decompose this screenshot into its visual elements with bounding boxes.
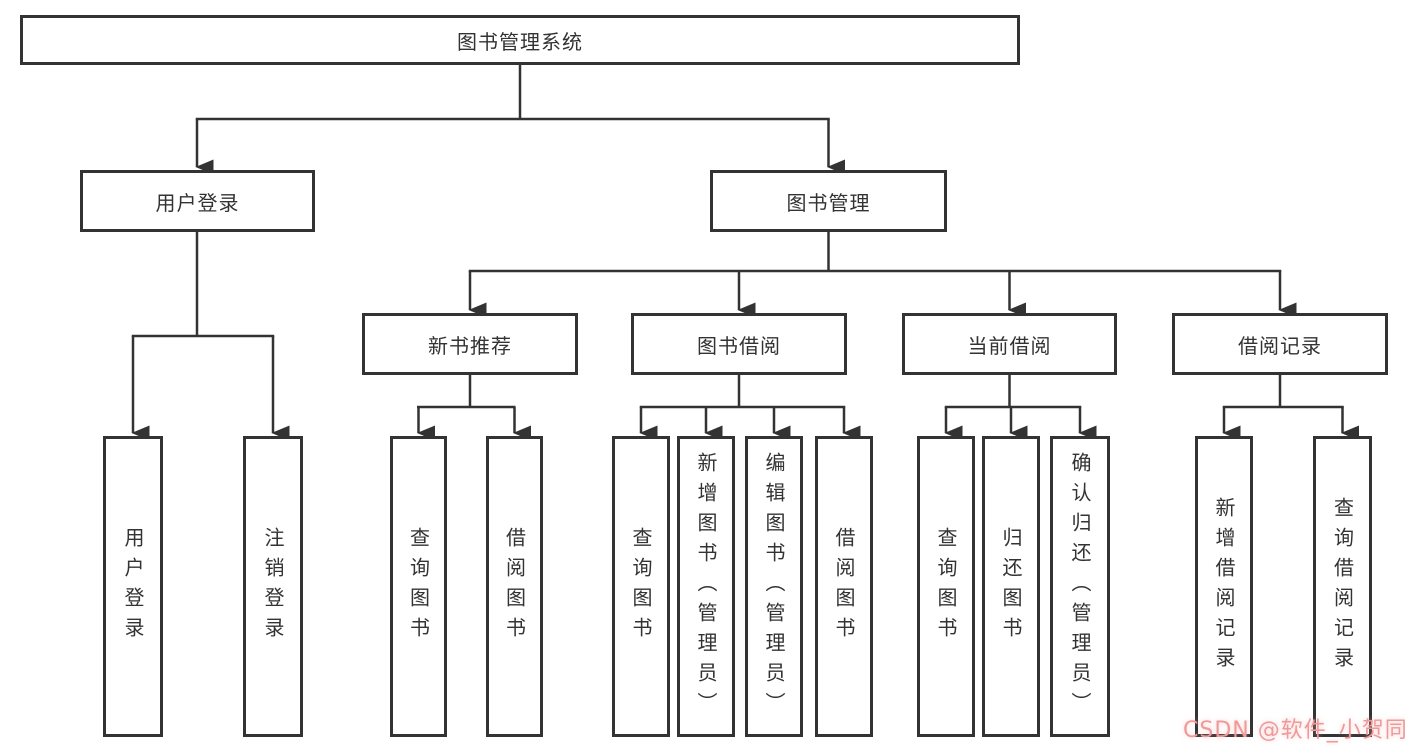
node-leaf-bb-borrow-books: 借阅图书 bbox=[815, 436, 873, 737]
node-leaf-cb-query-books: 查询图书 bbox=[917, 436, 975, 737]
node-label: 查询借阅记录 bbox=[1330, 496, 1355, 677]
node-current-borrowing: 当前借阅 bbox=[902, 313, 1117, 375]
node-label: 新增图书（管理员） bbox=[694, 451, 718, 722]
node-book-borrowing: 图书借阅 bbox=[631, 313, 847, 375]
node-label: 归还图书 bbox=[999, 526, 1023, 647]
node-book-management: 图书管理 bbox=[710, 170, 947, 232]
node-leaf-cb-confirm-return-admin: 确认归还（管理员） bbox=[1050, 436, 1110, 737]
node-label: 用户登录 bbox=[121, 526, 145, 647]
node-label: 注销登录 bbox=[261, 526, 285, 647]
node-label: 借阅记录 bbox=[1238, 333, 1322, 358]
node-leaf-br-add-borrow-record: 新增借阅记录 bbox=[1195, 436, 1253, 737]
node-leaf-bb-add-books-admin: 新增图书（管理员） bbox=[677, 436, 735, 737]
node-label: 图书管理系统 bbox=[457, 29, 583, 54]
node-label: 当前借阅 bbox=[967, 333, 1052, 358]
csdn-watermark: CSDN @软件_小贺同学 bbox=[1183, 718, 1405, 743]
node-label: 图书管理 bbox=[786, 190, 871, 215]
node-library-management-system: 图书管理系统 bbox=[20, 15, 1020, 65]
node-leaf-bb-edit-books-admin: 编辑图书（管理员） bbox=[745, 436, 803, 737]
node-new-book-recommendation: 新书推荐 bbox=[362, 313, 578, 375]
node-user-login: 用户登录 bbox=[80, 170, 315, 232]
node-leaf-cb-return-books: 归还图书 bbox=[982, 436, 1040, 737]
node-leaf-nbr-query-books: 查询图书 bbox=[390, 436, 447, 737]
node-leaf-user-login: 用户登录 bbox=[103, 436, 163, 737]
node-label: 用户登录 bbox=[155, 190, 240, 215]
node-leaf-logout: 注销登录 bbox=[243, 436, 303, 737]
node-label: 查询图书 bbox=[629, 526, 653, 647]
node-label: 图书借阅 bbox=[697, 333, 781, 358]
node-label: 借阅图书 bbox=[502, 526, 527, 647]
node-label: 编辑图书（管理员） bbox=[762, 451, 786, 722]
node-label: 查询图书 bbox=[934, 526, 958, 647]
node-leaf-br-query-borrow-record: 查询借阅记录 bbox=[1313, 436, 1372, 737]
node-label: 新增借阅记录 bbox=[1212, 496, 1236, 677]
node-label: 借阅图书 bbox=[832, 526, 856, 647]
node-label: 确认归还（管理员） bbox=[1068, 451, 1092, 722]
node-label: 查询图书 bbox=[406, 526, 431, 647]
node-leaf-bb-query-books: 查询图书 bbox=[612, 436, 670, 737]
node-leaf-nbr-borrow-books: 借阅图书 bbox=[486, 436, 543, 737]
node-label: 新书推荐 bbox=[428, 333, 512, 358]
node-borrowing-records: 借阅记录 bbox=[1172, 313, 1388, 375]
